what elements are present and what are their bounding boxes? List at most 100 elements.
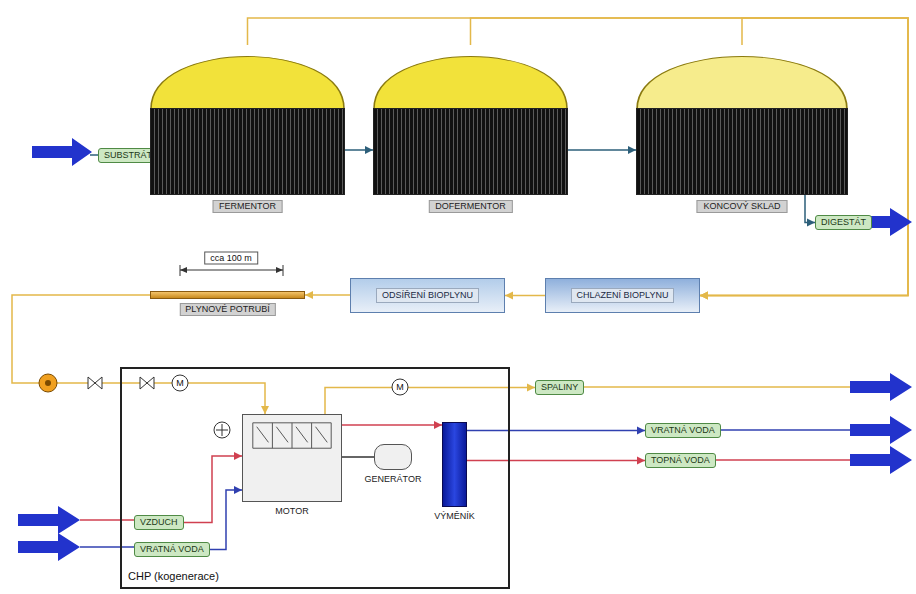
heat-exchanger-symbol (214, 422, 230, 438)
arrowhead (434, 421, 442, 429)
arrowhead (700, 292, 708, 300)
inlet-arrow (18, 506, 80, 534)
arrowhead (700, 292, 708, 300)
flow-connector (248, 18, 909, 300)
flow-connector (568, 146, 636, 154)
flow-tag: VZDUCH (134, 515, 184, 530)
inlet-arrow (18, 533, 80, 561)
motor-symbol: M (172, 375, 189, 392)
inlet-arrow (32, 138, 92, 166)
outlet-arrow (850, 416, 912, 444)
connector-line (325, 388, 535, 415)
dimension-arrowhead (276, 267, 283, 273)
gas-dome (150, 45, 345, 109)
flow-tag: TOPNÁ VODA (645, 453, 716, 468)
unit-label: ODSÍŘENÍ BIOPLYNU (376, 288, 479, 303)
flow-tag: VRATNÁ VODA (645, 423, 721, 438)
flow-connector (210, 486, 242, 550)
outlet-arrow (850, 373, 912, 401)
arrowhead (234, 452, 242, 460)
gas-dome (636, 45, 848, 109)
connector-line (248, 18, 909, 296)
arrowhead (234, 486, 242, 494)
generator-unit: GENERÁTOR (374, 444, 412, 470)
tank-label: DOFERMENTOR (428, 200, 512, 213)
treatment-unit: ODSÍŘENÍ BIOPLYNU (350, 278, 505, 313)
dimension-label: cca 100 m (204, 252, 258, 265)
tank-label: FERMENTOR (212, 200, 283, 213)
connector-line (210, 490, 242, 550)
tag-label: VZDUCH (140, 517, 178, 527)
tag-label: TOPNÁ VODA (651, 455, 710, 465)
frame-title: CHP (kogenerace) (128, 570, 219, 583)
gas-dome-shape (151, 57, 344, 110)
flow-connector (342, 421, 442, 429)
connector-line (568, 149, 636, 151)
arrowhead (807, 219, 815, 227)
arrowhead (700, 292, 708, 300)
flow-tag: SUBSTRÁT (98, 148, 158, 163)
arrowhead (365, 146, 373, 154)
outlet-arrow (868, 208, 912, 236)
blower-hub (45, 380, 51, 386)
valve-symbol (140, 377, 154, 389)
flow-tag: VRATNÁ VODA (134, 542, 210, 557)
cylinder-drawing (253, 423, 331, 448)
flow-connector (505, 292, 545, 300)
tank-label: KONCOVÝ SKLAD (696, 200, 787, 213)
dimension-tick (180, 265, 181, 276)
arrowhead (628, 146, 636, 154)
connector-line (342, 456, 374, 458)
digester-tank: FERMENTOR (150, 45, 345, 195)
blower-symbol (39, 374, 57, 392)
arrowhead (261, 406, 269, 414)
dimension-line (180, 270, 283, 271)
unit-label: CHLAZENÍ BIOPLYNU (571, 288, 675, 303)
connector-line (467, 430, 645, 432)
tank-body (373, 108, 568, 195)
tag-label: VRATNÁ VODA (140, 544, 204, 554)
arrowhead (305, 291, 313, 299)
connector-line (805, 195, 815, 223)
gas-dome-shape (374, 57, 567, 110)
arrowhead (527, 384, 535, 392)
flow-connector (184, 452, 243, 523)
arrowhead (637, 457, 645, 465)
heat-exchanger-column: VÝMĚNÍK (442, 422, 467, 507)
digester-tank: KONCOVÝ SKLAD (636, 45, 848, 195)
dimension-tick (283, 265, 284, 276)
chp-unit-frame: CHP (kogenerace) MOTOR GENERÁTOR VÝMĚNÍK VZD… (120, 367, 510, 589)
motor-symbol: M (392, 379, 409, 396)
digester-tank: DOFERMENTOR (373, 45, 568, 195)
flow-connector (342, 457, 374, 458)
flow-tag: SPALINY (535, 380, 584, 395)
tag-label: SUBSTRÁT (104, 150, 152, 160)
flow-connector (467, 457, 645, 465)
part-label: VÝMĚNÍK (434, 511, 475, 522)
flow-connector (805, 195, 815, 227)
part-label: GENERÁTOR (365, 474, 422, 485)
flow-connector (345, 146, 373, 154)
tag-label: DIGESTÁT (821, 217, 866, 227)
arrowhead (637, 427, 645, 435)
pipe-label: PLYNOVÉ POTRUBÍ (179, 303, 275, 316)
heat-exchanger-symbol (216, 424, 228, 436)
arrowhead (505, 292, 513, 300)
part-label: MOTOR (275, 506, 308, 517)
tank-body (150, 108, 345, 195)
flow-connector (325, 384, 535, 415)
engine-cylinders (243, 415, 341, 501)
exhaust-line (560, 386, 852, 388)
engine-block: MOTOR (242, 414, 342, 502)
treatment-unit: CHLAZENÍ BIOPLYNU (545, 278, 700, 313)
valve-symbol (88, 377, 102, 389)
gas-pipe: PLYNOVÉ POTRUBÍ (150, 291, 305, 299)
tank-body (636, 108, 848, 195)
gas-dome (373, 45, 568, 109)
tag-label: SPALINY (541, 382, 578, 392)
flow-connector (467, 427, 645, 435)
flow-connector (305, 291, 350, 299)
flow-tag: DIGESTÁT (815, 215, 872, 230)
connector-line (342, 424, 442, 426)
